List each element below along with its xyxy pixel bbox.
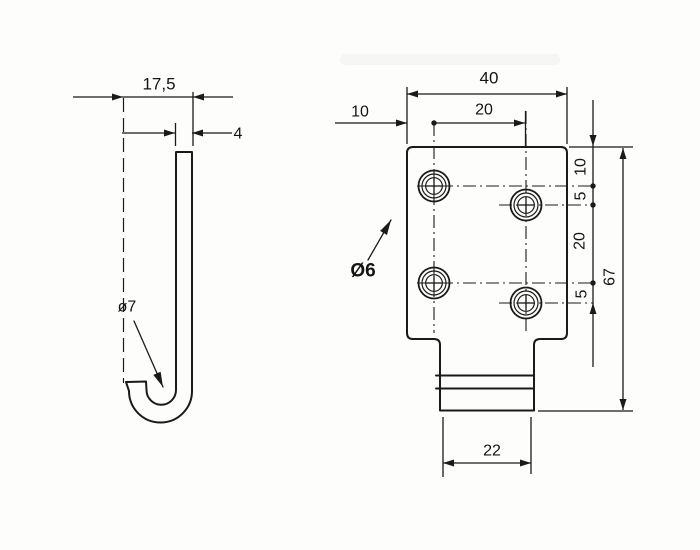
hole-bottom-right	[509, 286, 543, 320]
hole-top-left	[417, 169, 451, 203]
dim-label-row-step-upper: 5	[573, 191, 590, 200]
dim-22: 22	[442, 417, 532, 477]
holes	[417, 169, 543, 320]
dim-chain-right: 10 5 20 5	[572, 100, 597, 367]
dim-label-overall-height: 67	[602, 268, 619, 286]
dim-4: 4	[122, 123, 243, 146]
dim-17-5: 17,5	[73, 75, 233, 383]
leader-bend-diameter	[133, 320, 164, 388]
dim-20-top: 20	[431, 102, 527, 146]
dim-label-thickness: 4	[234, 126, 243, 143]
dim-bend-diameter: ø7	[118, 299, 164, 388]
dim-label-hole-diameter: Ø6	[350, 261, 375, 282]
plate-outline	[406, 146, 568, 412]
dim-label-row-spacing: 20	[572, 232, 589, 250]
dim-10-top: 10	[335, 104, 407, 127]
dim-label-overall-width-side: 17,5	[142, 75, 175, 94]
dim-label-hole-spacing-horizontal: 20	[475, 102, 493, 119]
hole-bottom-left	[417, 266, 451, 300]
dim-label-row-step-lower: 5	[574, 289, 591, 298]
dim-hole-diameter: Ø6	[350, 219, 392, 282]
dim-40: 40	[406, 69, 568, 144]
hook-outline	[125, 151, 193, 424]
dim-67: 67	[538, 146, 633, 412]
leader-hole-diameter	[367, 219, 392, 261]
scan-smudge	[340, 54, 560, 65]
dim-label-hole-top-offset: 10	[573, 158, 590, 176]
dim-label-hole-edge-offset: 10	[351, 104, 369, 121]
side-view: 17,5 4 ø7	[73, 75, 243, 424]
hole-top-right	[509, 188, 543, 222]
dim-label-tab-width: 22	[483, 443, 501, 460]
dim-label-bend-diameter: ø7	[118, 299, 137, 316]
front-view: 40 10 20 10 5 20 5	[335, 69, 633, 477]
dim-label-overall-width-front: 40	[480, 69, 499, 88]
